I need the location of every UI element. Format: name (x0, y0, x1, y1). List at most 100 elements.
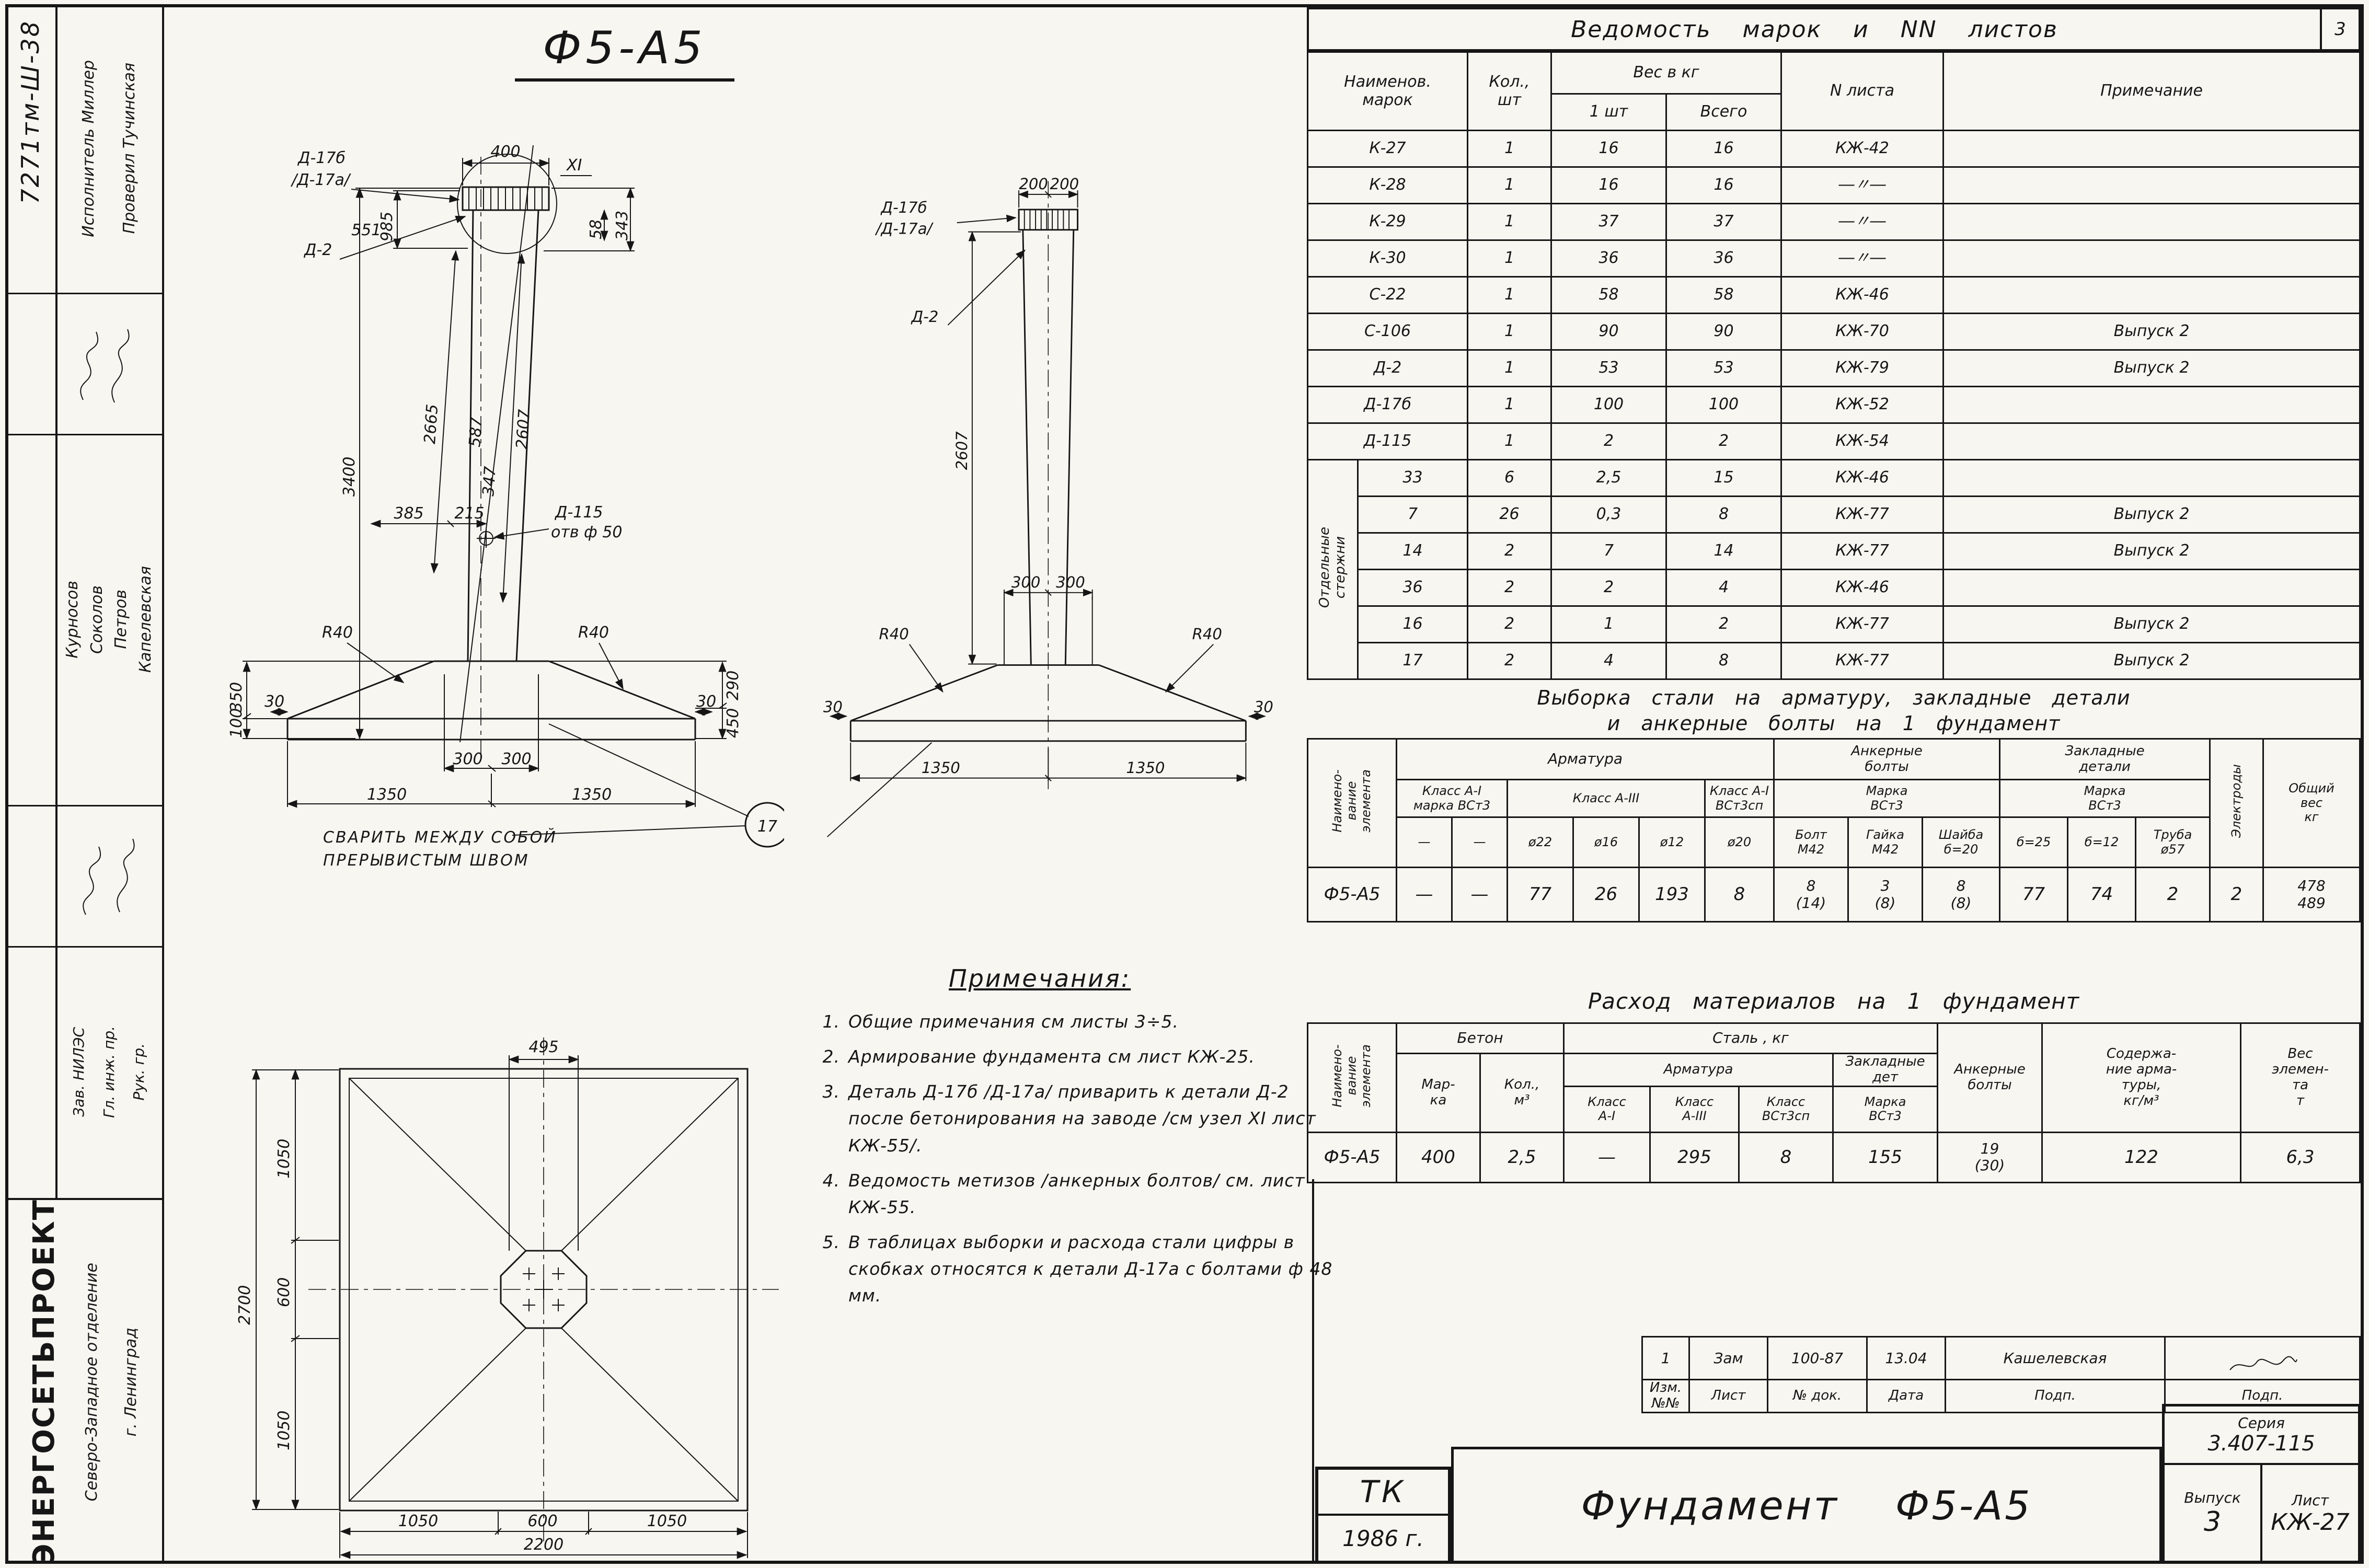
side-dimension-texts: 200 200 Д-17б /Д-17а/ Д-2 2607 300 300 R… (823, 175, 1273, 777)
col-header-sheet: N листа (1780, 51, 1945, 131)
dim-58: 58 (587, 220, 605, 239)
margin-role: Рук. гр. (130, 1043, 148, 1101)
cell-mark: 17 (1357, 642, 1468, 680)
note-text: Деталь Д-17б /Д-17а/ приварить к детали … (848, 1081, 1316, 1156)
subheader-class-a3: Класс А-III (1506, 779, 1706, 818)
cell-sheet: КЖ-70 (1780, 313, 1945, 351)
materials-table-title: Расход материалов на 1 фундамент (1588, 988, 2080, 1014)
cell-qty: 2 (1467, 532, 1552, 570)
label-d115: Д-115 (554, 503, 603, 522)
col-header-element: Наимено- вание элемента (1307, 738, 1397, 868)
sheet-label: Лист (2292, 1491, 2329, 1509)
dim-30-right: 30 (696, 693, 716, 711)
note-item: 4. Ведомость метизов /анкерных болтов/ с… (818, 1167, 1343, 1220)
revision-number: 1 (1641, 1335, 1690, 1381)
revision-table: 1 Зам 100-87 13.04 Кашелевская Изм.№№ Ли… (1641, 1335, 2361, 1414)
notes-block: Примечания: 1. Общие примечания см листы… (818, 964, 1343, 1317)
cell-value: 8 (8) (1922, 867, 2000, 923)
signature-scribble (2229, 1356, 2297, 1370)
tk-year: 1986 г. (1342, 1525, 1424, 1551)
dim-300a: 300 (1011, 573, 1041, 591)
cell-mark: С-22 (1307, 276, 1468, 314)
revision-label: Дата (1866, 1379, 1946, 1414)
cell-note: Выпуск 2 (1942, 532, 2361, 570)
cell-value: 193 (1638, 867, 1706, 923)
tk-label: ТК (1318, 1470, 1448, 1516)
dim-300a: 300 (453, 750, 482, 768)
margin-org-line (5, 1198, 162, 1200)
subcol: ø12 (1638, 816, 1706, 868)
subheader-rebar: Арматура (1563, 1053, 1834, 1087)
dim-290: 290 (724, 671, 742, 700)
revision-label: Подп. (1945, 1379, 2166, 1414)
cell-note (1942, 130, 2361, 168)
cell-value: 2,5 (1479, 1131, 1565, 1183)
cell-qty: 1 (1467, 422, 1552, 460)
cell-note: Выпуск 2 (1942, 605, 2361, 643)
cell-w1: 90 (1550, 313, 1667, 351)
subcol-a1: Класс А-I (1563, 1085, 1651, 1133)
checker-signature-label: Проверил Тучинская (120, 63, 139, 234)
cell-mark: 16 (1357, 605, 1468, 643)
cell-wt: 8 (1665, 642, 1782, 680)
steel-table: Наимено- вание элемента Арматура Анкерны… (1307, 738, 2361, 923)
subcol: Шайба б=20 (1922, 816, 2000, 868)
subheader-mark: Мар- ка (1396, 1053, 1481, 1133)
cell-qty: 1 (1467, 386, 1552, 424)
cell-sheet: КЖ-79 (1780, 349, 1945, 387)
plan-view-drawing: 495 2700 1050 600 1050 1050 600 1050 220… (236, 1037, 779, 1559)
subcol: Болт М42 (1773, 816, 1849, 868)
dim-350: 350 (227, 682, 246, 712)
subheader-embeds: Закладные дет (1832, 1053, 1938, 1087)
cell-qty: 1 (1467, 203, 1552, 241)
signature-row-2: Курносов Соколов Петров Капелевская (58, 436, 161, 803)
cell-value: 478 489 (2262, 867, 2361, 923)
dim-3400: 3400 (340, 457, 359, 497)
cell-qty: 6 (1467, 459, 1552, 497)
dim-30-left: 30 (823, 698, 843, 716)
dim-215: 215 (454, 504, 484, 523)
cell-note (1942, 386, 2361, 424)
dim-30-left: 30 (264, 693, 284, 711)
cell-value: 8 (1738, 1131, 1834, 1183)
cell-value: 8 (1704, 867, 1775, 923)
steel-table-title: Выборка стали на арматуру, закладные дет… (1537, 686, 2131, 735)
cell-element: Ф5-А5 (1307, 867, 1397, 923)
margin-name: Капелевская (136, 566, 155, 673)
note-text: Ведомость метизов /анкерных болтов/ см. … (848, 1170, 1305, 1217)
subheader-class-a1sp: Класс А-I ВСт3сп (1704, 779, 1775, 818)
signature-scribble (83, 838, 135, 915)
organization-block: ЭНЕРГОСЕТЬПРОЕКТ Северо-Западное отделен… (6, 1198, 162, 1565)
revision-signer: Кашелевская (1945, 1335, 2166, 1381)
cell-wt: 2 (1665, 605, 1782, 643)
sheet-cell: Лист КЖ-27 (2262, 1465, 2358, 1562)
organization-city: г. Ленинград (122, 1327, 141, 1437)
cell-mark: К-29 (1307, 203, 1468, 241)
cell-sheet: КЖ-77 (1780, 642, 1945, 680)
group-label-loose-bars: Отдельные стержни (1307, 459, 1359, 680)
cell-w1: 2,5 (1550, 459, 1667, 497)
cell-mark: К-27 (1307, 130, 1468, 168)
subcol: ø22 (1506, 816, 1574, 868)
note-number: 1. (822, 1011, 840, 1032)
doc-number-cell: 7271тм-Ш-38 (5, 7, 55, 216)
revision-label: № док. (1767, 1379, 1868, 1414)
subcol: ø20 (1704, 816, 1775, 868)
cell-value: 6,3 (2240, 1131, 2361, 1183)
cell-qty: 2 (1467, 605, 1552, 643)
cell-qty: 1 (1467, 239, 1552, 278)
cell-note (1942, 569, 2361, 607)
cell-w1: 16 (1550, 130, 1667, 168)
signature-row-3: Зав. НИЛЭС Гл. инж. пр. Рук. гр. (58, 948, 161, 1196)
subheader-class-a1: Класс А-I марка ВСт3 (1396, 779, 1508, 818)
col-header-element: Наимено- вание элемента (1307, 1022, 1397, 1133)
cell-wt: 53 (1665, 349, 1782, 387)
cell-sheet: КЖ-77 (1780, 605, 1945, 643)
sheet-frame (5, 4, 2364, 1564)
group-header-embeds: Закладные детали (1999, 738, 2211, 780)
organization-name: ЭНЕРГОСЕТЬПРОЕКТ (27, 1198, 62, 1565)
subcol: — (1451, 816, 1508, 868)
dim-1050-bottom-right: 1050 (647, 1512, 687, 1530)
cell-wt: 90 (1665, 313, 1782, 351)
cell-qty: 1 (1467, 313, 1552, 351)
